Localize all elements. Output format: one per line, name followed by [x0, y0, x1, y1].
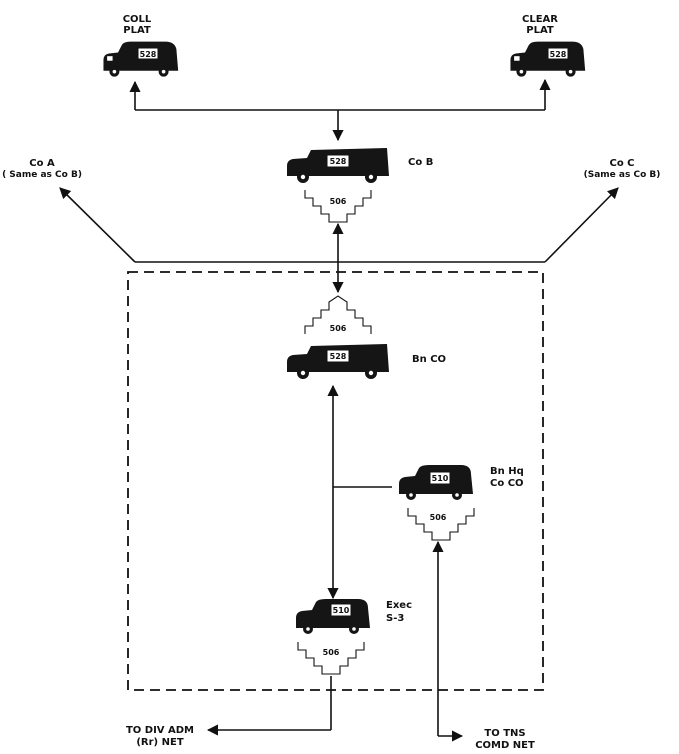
exec-radio-number: 510: [333, 606, 350, 615]
coll-plat-radio-plate: [137, 47, 159, 60]
div-adm-label-line2: (Rr) NET: [136, 737, 183, 748]
bn-co-label: Bn CO: [412, 354, 446, 365]
clear-plat-label-line1: CLEAR: [522, 14, 558, 25]
exec-antenna-icon: [297, 642, 365, 675]
div-adm-label-line1: TO DIV ADM: [126, 725, 194, 736]
co-a-label-line1: Co A: [29, 158, 55, 169]
co-b-radio-plate: [326, 154, 350, 168]
bn-co-antenna-number: 506: [330, 324, 347, 333]
coll-plat-label-line1: COLL: [123, 14, 152, 25]
bn-co-unit: 506 528 Bn CO: [287, 295, 446, 379]
bn-co-radio-number: 528: [330, 352, 347, 361]
bn-hq-antenna-icon: [407, 508, 475, 541]
exec-radio-plate: [330, 603, 352, 617]
platoon-link-lines: [129, 78, 551, 142]
bn-hq-radio-number: 510: [432, 474, 449, 483]
co-b-radio-number: 528: [330, 157, 347, 166]
coll-plat-unit: COLL PLAT 528: [103, 14, 179, 77]
bn-hq-label-line1: Bn Hq: [490, 466, 524, 477]
clear-plat-unit: CLEAR PLAT 528: [510, 14, 586, 77]
co-b-antenna-icon: [304, 190, 372, 223]
co-a-label-line2: ( Same as Co B): [2, 170, 82, 180]
co-b-unit: 528 Co B 506: [287, 148, 433, 223]
outgoing-net-lines: [206, 540, 464, 742]
bn-hq-radio-plate: [429, 471, 451, 485]
exec-label-line1: Exec: [386, 600, 412, 611]
tns-comd-net-label: TO TNS COMD NET: [475, 728, 535, 751]
co-c-unit: Co C (Same as Co B): [584, 158, 661, 180]
coll-plat-radio-number: 528: [140, 50, 157, 59]
bn-co-radio-plate: [326, 349, 350, 363]
bn-hq-label-line2: Co CO: [490, 478, 524, 489]
div-adm-net-label: TO DIV ADM (Rr) NET: [126, 725, 194, 748]
bn-co-antenna-icon: [304, 295, 372, 334]
bn-hq-antenna-number: 506: [430, 513, 447, 522]
exec-antenna-number: 506: [323, 648, 340, 657]
tns-comd-label-line2: COMD NET: [475, 740, 535, 751]
battalion-hq-boundary: [127, 271, 544, 691]
bn-hq-unit: 510 Bn Hq Co CO 506: [399, 465, 524, 541]
coll-plat-label-line2: PLAT: [123, 25, 151, 36]
clear-plat-radio-number: 528: [550, 50, 567, 59]
co-b-antenna-number: 506: [330, 197, 347, 206]
tns-comd-label-line1: TO TNS: [484, 728, 525, 739]
co-b-label: Co B: [408, 157, 433, 168]
co-a-unit: Co A ( Same as Co B): [2, 158, 82, 180]
co-c-label-line1: Co C: [609, 158, 634, 169]
clear-plat-label-line2: PLAT: [526, 25, 554, 36]
co-c-label-line2: (Same as Co B): [584, 170, 661, 180]
clear-plat-radio-plate: [547, 47, 569, 60]
exec-label-line2: S-3: [386, 613, 404, 624]
internal-net-lines: [327, 384, 392, 600]
exec-unit: 510 Exec S-3 506: [296, 599, 412, 675]
